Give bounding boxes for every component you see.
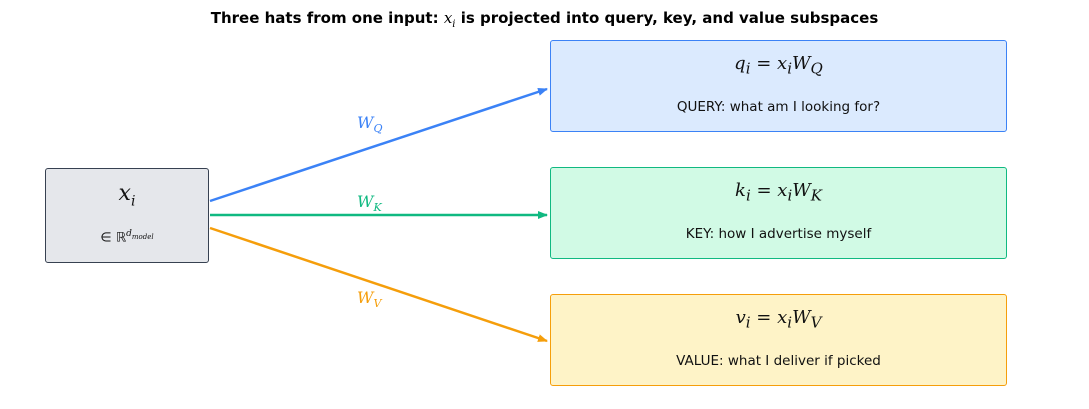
value-equation: vi = xiWV [735,307,822,332]
weight-label-value: WV [357,288,382,311]
query-description: QUERY: what am I looking for? [676,99,881,115]
diagram-title: Three hats from one input: xi is project… [0,9,1089,30]
query-equation: qi = xiWQ [734,53,823,78]
key-node: ki = xiWK KEY: how I advertise myself [550,167,1007,259]
arrow-value [209,226,548,343]
title-prefix: Three hats from one input: [210,9,444,27]
value-description: VALUE: what I deliver if picked [676,353,881,369]
input-space: ∈ ℝdmodel [100,229,154,246]
title-suffix: is projected into query, key, and value … [455,9,879,27]
key-description: KEY: how I advertise myself [685,226,872,242]
input-node: xi ∈ ℝdmodel [45,168,209,263]
input-symbol: xi [118,181,136,210]
value-node: vi = xiWV VALUE: what I deliver if picke… [550,294,1007,386]
query-node: qi = xiWQ QUERY: what am I looking for? [550,40,1007,132]
weight-label-query: WQ [357,113,383,136]
key-equation: ki = xiWK [735,180,822,205]
title-symbol: xi [443,9,456,30]
weight-label-key: WK [357,192,382,215]
arrow-query [209,87,548,203]
